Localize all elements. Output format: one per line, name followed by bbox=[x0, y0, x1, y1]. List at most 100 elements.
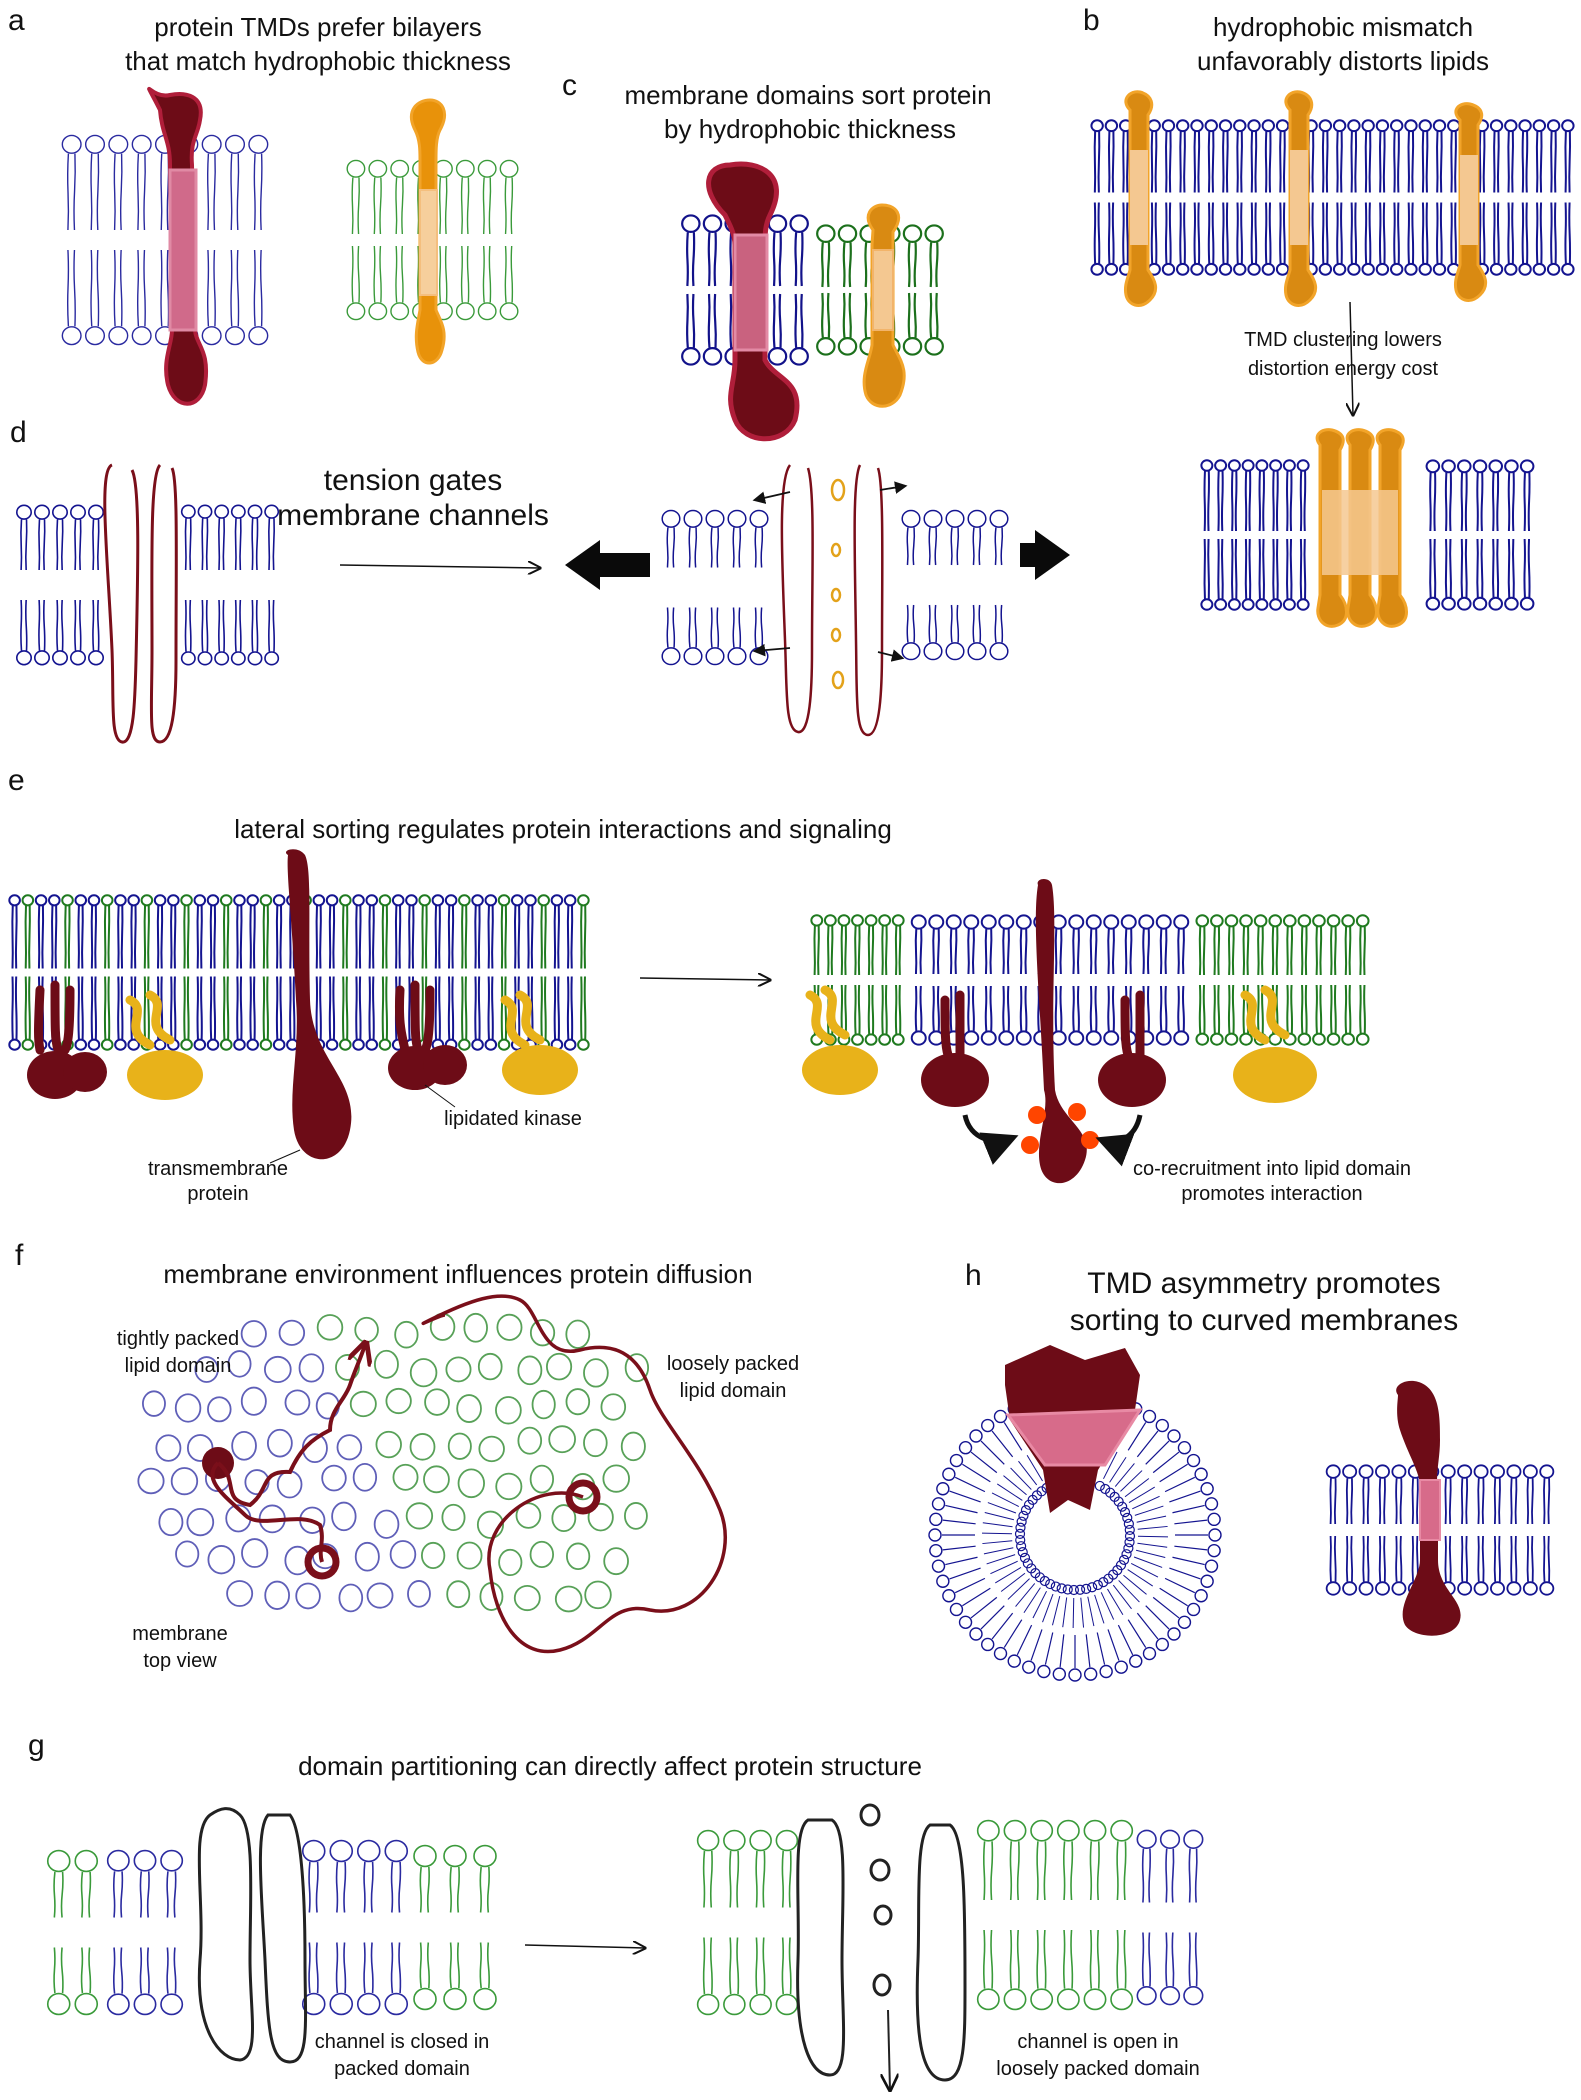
panel-d-right-bilayer-b bbox=[901, 509, 1009, 661]
panel-c-red-tmd-protein bbox=[706, 161, 800, 442]
panel-b-top-bilayer bbox=[1090, 119, 1575, 276]
panel-e-label: e bbox=[8, 764, 25, 797]
panel-g-left-green-bilayer bbox=[46, 1849, 99, 2016]
panel-d-left-bilayer-a bbox=[15, 504, 105, 666]
panel-g-right-blue-bilayer bbox=[1136, 1829, 1204, 2006]
panel-g-flow-arrow bbox=[888, 2009, 890, 2090]
panel-g-closed-line1: channel is closed in bbox=[315, 2031, 490, 2053]
panel-f-loose-line2: lipid domain bbox=[680, 1380, 787, 1402]
panel-c-title-line2: by hydrophobic thickness bbox=[664, 114, 956, 144]
panel-h-title-line1: TMD asymmetry promotes bbox=[1087, 1267, 1440, 1300]
panel-h-label: h bbox=[965, 1259, 982, 1292]
panel-e-kinase-label: lipidated kinase bbox=[444, 1108, 582, 1130]
panel-c: c membrane domains sort protein by hydro… bbox=[562, 69, 992, 442]
panel-e: e lateral sorting regulates protein inte… bbox=[8, 764, 1411, 1205]
panel-e-left-kinases bbox=[27, 980, 578, 1100]
panel-a-green-bilayer bbox=[346, 159, 519, 321]
panel-g-closed-channel bbox=[197, 1807, 308, 2064]
panel-d-title-line2: membrane channels bbox=[277, 499, 549, 532]
panel-e-recruit-arrows bbox=[962, 1114, 1143, 1167]
panel-f-trajectories bbox=[202, 1294, 727, 1654]
panel-b-dispersed-tmds bbox=[1124, 90, 1488, 307]
panel-a: a protein TMDs prefer bilayers that matc… bbox=[8, 4, 519, 406]
panel-d-right-bilayer-a bbox=[661, 509, 769, 666]
panel-g-label: g bbox=[28, 1729, 45, 1762]
panel-e-right-membrane-right bbox=[1195, 914, 1370, 1046]
panel-f-label: f bbox=[15, 1239, 24, 1272]
panel-a-orange-tmd-protein bbox=[409, 98, 446, 365]
panel-d-label: d bbox=[10, 416, 27, 449]
panel-g-left-blue-bilayer bbox=[106, 1849, 184, 2016]
panel-e-right-tm-protein bbox=[1035, 878, 1087, 1184]
panel-g-open-line2: loosely packed domain bbox=[996, 2058, 1199, 2080]
panel-b-label: b bbox=[1083, 4, 1100, 37]
panel-f-top-line2: top view bbox=[143, 1650, 217, 1672]
panel-d-open-channel bbox=[780, 464, 884, 737]
panel-f-tight-line2: lipid domain bbox=[125, 1355, 232, 1377]
panel-e-left-membrane bbox=[8, 894, 590, 1051]
panel-e-tm-pointer bbox=[269, 1149, 301, 1164]
panel-g-right-green-bilayer-2 bbox=[976, 1819, 1134, 2011]
panel-b-note-line1: TMD clustering lowers bbox=[1244, 329, 1442, 351]
panel-b-note-line2: distortion energy cost bbox=[1248, 358, 1439, 380]
panel-c-title-line1: membrane domains sort protein bbox=[624, 80, 991, 110]
panel-b-title-line1: hydrophobic mismatch bbox=[1213, 12, 1473, 42]
panel-d-pull-arrows bbox=[752, 481, 908, 662]
panel-a-label: a bbox=[8, 4, 25, 37]
panel-b-clustered-tmds bbox=[1315, 428, 1408, 628]
panel-g-process-arrow bbox=[524, 1945, 645, 1948]
panel-d-tension-arrow-right bbox=[1020, 530, 1070, 580]
panel-h-title-line2: sorting to curved membranes bbox=[1070, 1304, 1459, 1337]
panel-e-left-tm-protein bbox=[285, 849, 352, 1160]
panel-e-tm-label-line1: transmembrane bbox=[148, 1158, 288, 1180]
panel-f-top-line1: membrane bbox=[132, 1623, 228, 1645]
panel-g: g domain partitioning can directly affec… bbox=[28, 1729, 1204, 2090]
panel-a-title-line2: that match hydrophobic thickness bbox=[125, 46, 511, 76]
panel-e-kinase-pointer bbox=[424, 1084, 456, 1108]
panel-e-right-kinases bbox=[802, 985, 1317, 1107]
panel-e-process-arrow bbox=[639, 978, 770, 980]
panel-a-blue-bilayer bbox=[61, 134, 269, 346]
panel-d-left-bilayer-b bbox=[180, 504, 280, 666]
panel-e-interaction-dots bbox=[1021, 1103, 1099, 1154]
panel-e-title: lateral sorting regulates protein intera… bbox=[234, 814, 892, 844]
panel-f-loose-line1: loosely packed bbox=[667, 1353, 799, 1375]
panel-f-tight-line1: tightly packed bbox=[117, 1328, 239, 1350]
panel-d: d tension gates membrane channels bbox=[10, 416, 1070, 744]
panel-f: f membrane environment influences protei… bbox=[15, 1239, 799, 1672]
panel-b-title-line2: unfavorably distorts lipids bbox=[1197, 46, 1489, 76]
panel-e-right-membrane-left bbox=[810, 914, 905, 1046]
panel-h-vesicle bbox=[928, 1402, 1222, 1682]
panel-b-bottom-bilayer-left bbox=[1200, 459, 1310, 611]
panel-e-corecruit-line1: co-recruitment into lipid domain bbox=[1133, 1158, 1411, 1180]
panel-b-down-arrow bbox=[1350, 301, 1353, 415]
panel-g-left-green-bilayer-2 bbox=[413, 1844, 497, 2011]
panel-g-closed-line2: packed domain bbox=[334, 2058, 470, 2080]
panel-b-bottom-bilayer-right bbox=[1425, 459, 1535, 611]
panel-c-orange-tmd-protein bbox=[862, 203, 906, 408]
panel-a-title-line1: protein TMDs prefer bilayers bbox=[154, 12, 482, 42]
panel-g-left-blue-bilayer-2 bbox=[301, 1839, 409, 2016]
panel-h-flat-protein bbox=[1396, 1380, 1461, 1636]
panel-d-tension-arrow-left bbox=[565, 540, 650, 590]
panel-g-open-line1: channel is open in bbox=[1017, 2031, 1178, 2053]
panel-f-title: membrane environment influences protein … bbox=[163, 1259, 752, 1289]
panel-d-process-arrow bbox=[339, 565, 540, 568]
panel-e-right-membrane-domain bbox=[910, 914, 1190, 1046]
panel-a-red-tmd-protein bbox=[147, 86, 209, 406]
panel-g-title: domain partitioning can directly affect … bbox=[298, 1751, 922, 1781]
panel-c-label: c bbox=[562, 69, 577, 102]
panel-h: h TMD asymmetry promotes sorting to curv… bbox=[928, 1259, 1555, 1682]
panel-d-title-line1: tension gates bbox=[324, 464, 502, 497]
panel-g-open-channel bbox=[796, 1818, 967, 2082]
panel-f-lipid-field bbox=[137, 1312, 650, 1613]
panel-d-ions bbox=[830, 478, 846, 690]
panel-h-vesicle-protein bbox=[1005, 1345, 1143, 1513]
panel-e-corecruit-line2: promotes interaction bbox=[1181, 1183, 1362, 1205]
panel-g-ions bbox=[859, 1803, 893, 1997]
panel-g-right-green-bilayer bbox=[696, 1829, 799, 2016]
panel-d-closed-channel bbox=[103, 463, 178, 744]
panel-e-tm-label-line2: protein bbox=[187, 1183, 248, 1205]
panel-b: b hydrophobic mismatch unfavorably disto… bbox=[1083, 4, 1575, 628]
